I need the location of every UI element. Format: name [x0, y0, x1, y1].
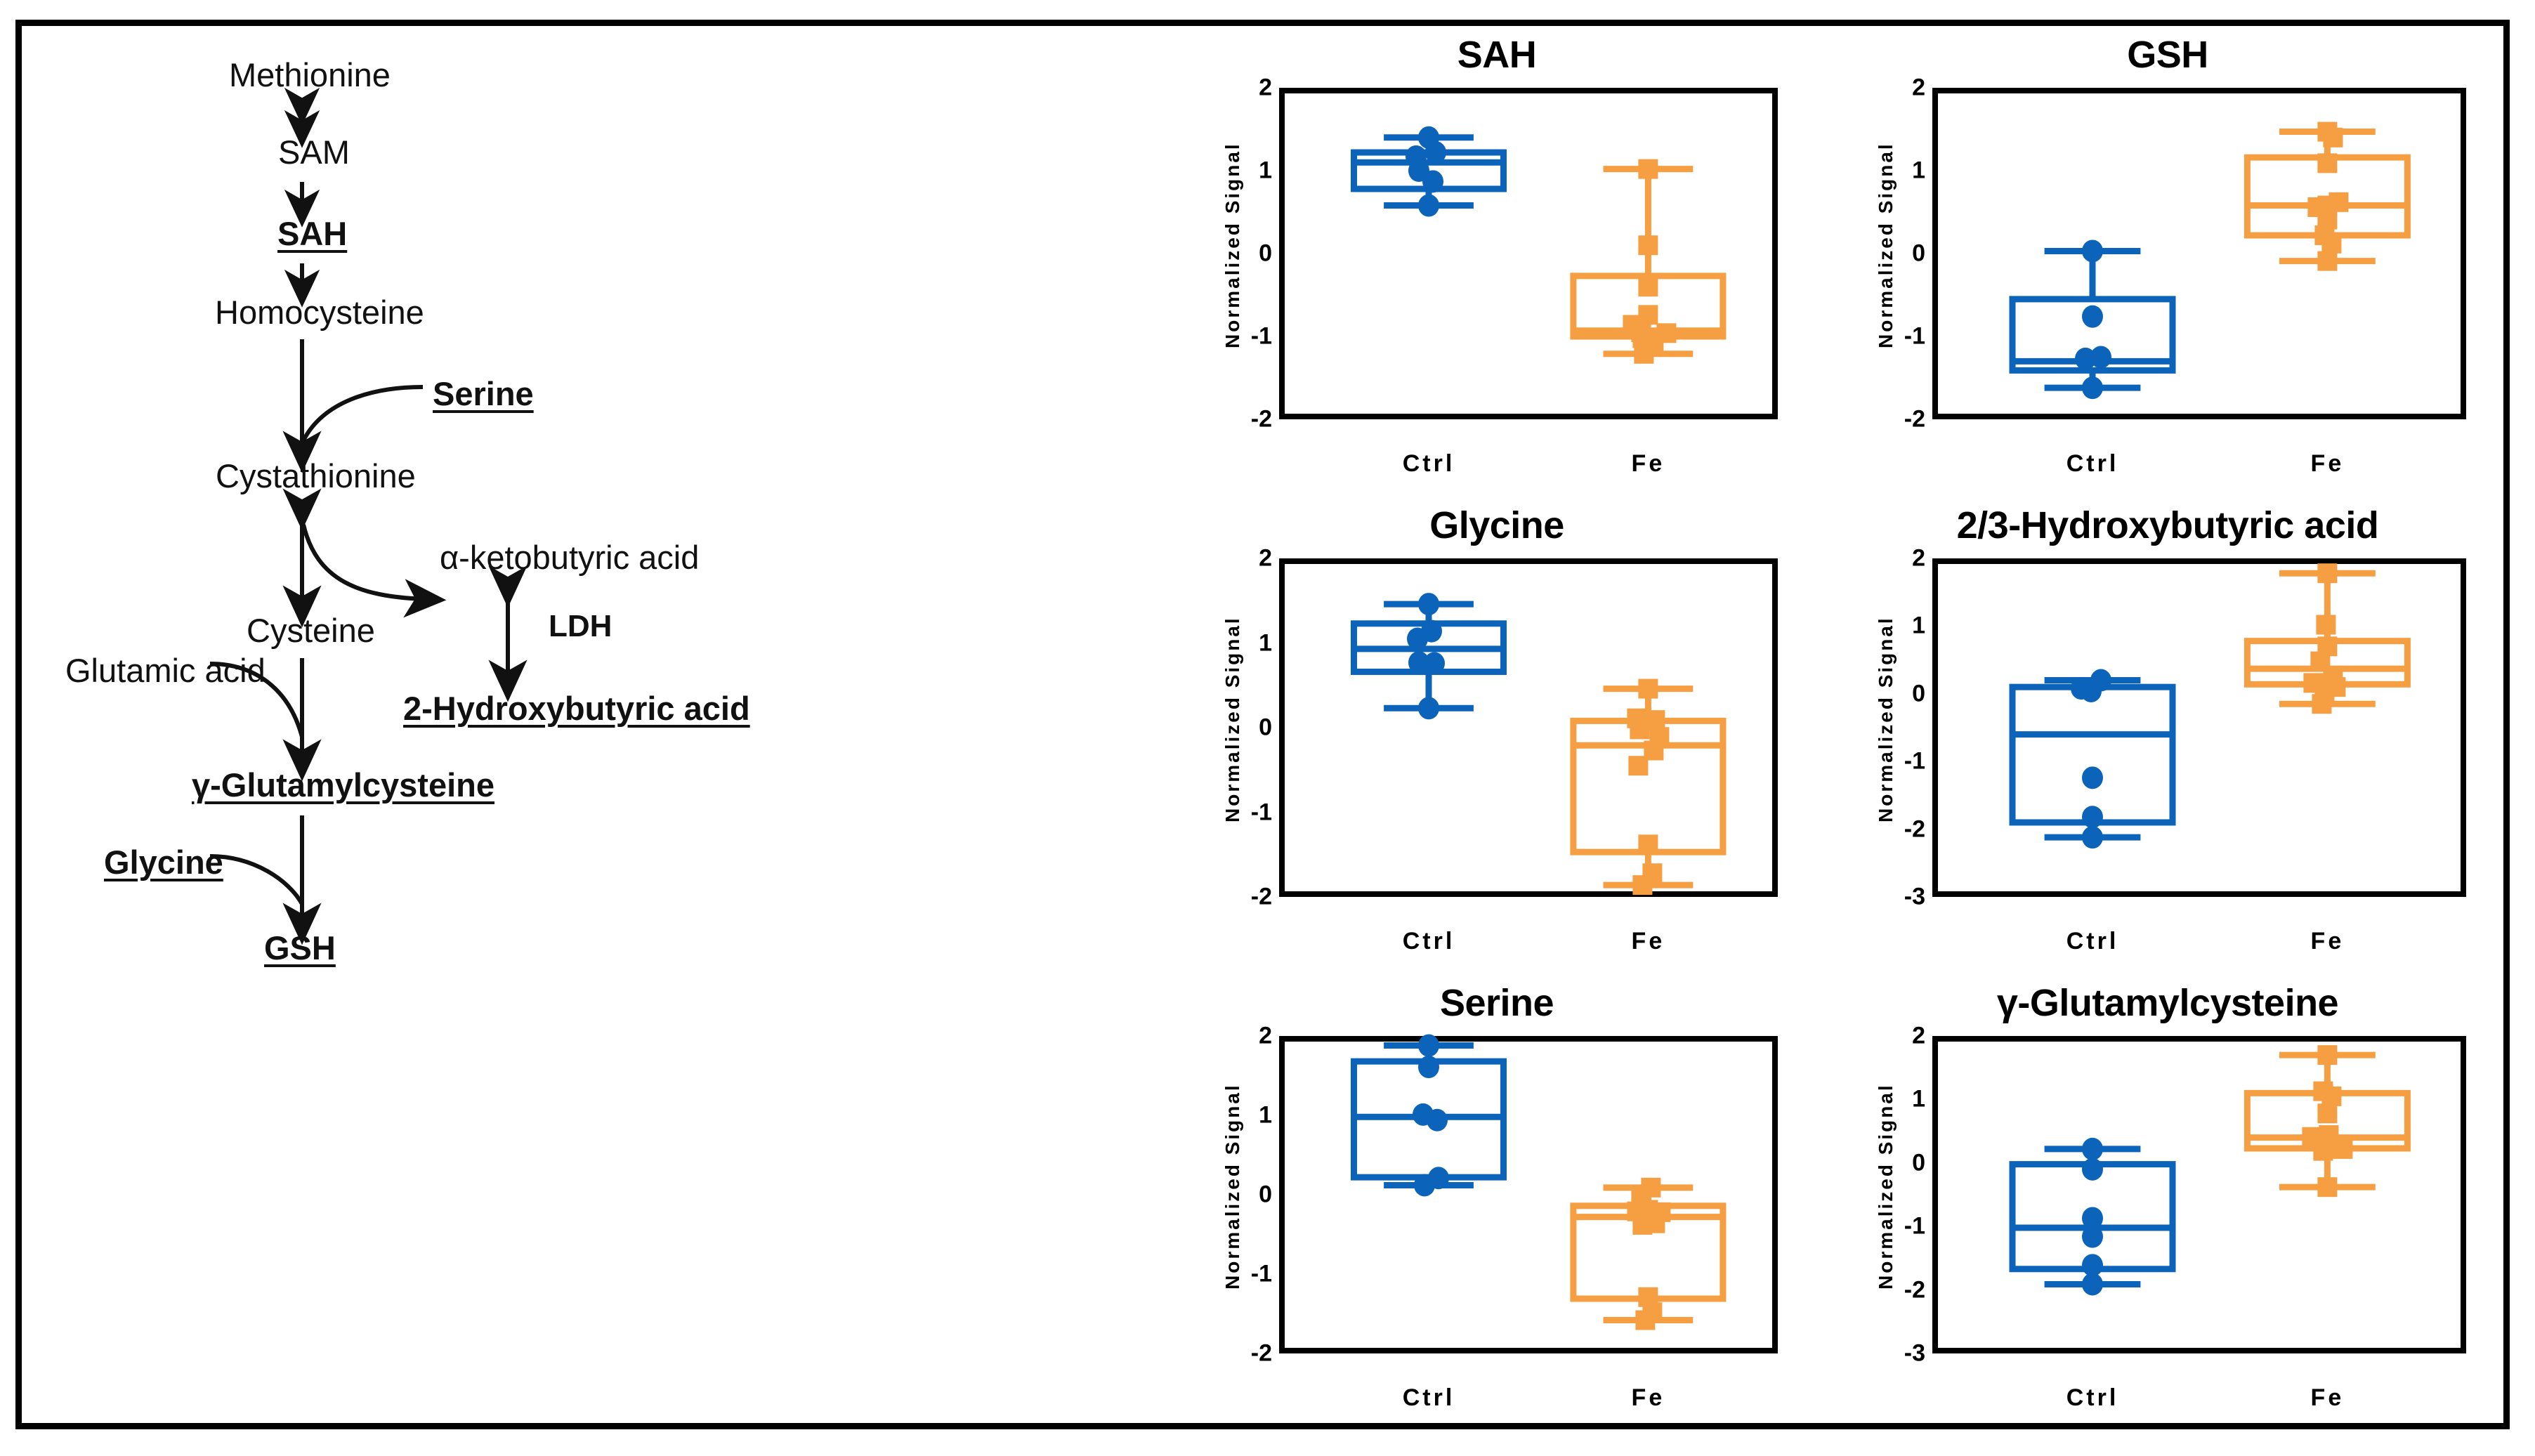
y-tick-sah-2: 2 [1259, 74, 1272, 101]
box-gammaglutamylcysteine-fe [2243, 1045, 2411, 1198]
chart-title-glycine: Glycine [1429, 504, 1564, 546]
pathway-node-sam: SAM [278, 133, 350, 171]
x-tick-serine-ctrl: Ctrl [1402, 1384, 1455, 1411]
y-tick-gammaglutamylcysteine-2: 2 [1912, 1022, 1925, 1049]
chart-title-serine: Serine [1439, 982, 1554, 1024]
x-tick-sah-fe: Fe [1631, 450, 1665, 477]
y-tick-serine-2: 2 [1259, 1022, 1272, 1049]
pathway-node-homocysteine: Homocysteine [215, 294, 424, 331]
box-hydroxybutyric-ctrl [2009, 669, 2176, 849]
pathway-node-gsh: GSH [264, 929, 336, 966]
pathway-node-serine: Serine [433, 375, 534, 412]
x-tick-hydroxybutyric-ctrl: Ctrl [2066, 928, 2119, 955]
x-tick-gsh-fe: Fe [2310, 450, 2345, 477]
boxplot-graphics-hydroxybutyric [2009, 563, 2411, 849]
y-tick-glycine-0: 0 [1259, 714, 1272, 741]
y-tick-hydroxybutyric-neg2: -2 [1904, 815, 1925, 843]
y-tick-gsh-0: 0 [1912, 240, 1925, 267]
y-tick-serine-0: 0 [1259, 1181, 1272, 1208]
y-tick-gammaglutamylcysteine-neg2: -2 [1904, 1276, 1925, 1304]
y-tick-hydroxybutyric-neg3: -3 [1904, 883, 1925, 910]
x-tick-gammaglutamylcysteine-fe: Fe [2310, 1384, 2345, 1411]
pathway-arrows [209, 87, 528, 945]
boxplot-graphics-gammaglutamylcysteine [2009, 1045, 2411, 1296]
pathway-node-glycine: Glycine [104, 844, 223, 881]
y-tick-serine-1: 1 [1259, 1101, 1272, 1129]
y-tick-gammaglutamylcysteine-1: 1 [1912, 1085, 1925, 1113]
chart-title-hydroxybutyric: 2/3-Hydroxybutyric acid [1956, 504, 2379, 546]
box-glycine-fe [1570, 678, 1727, 896]
x-tick-serine-fe: Fe [1631, 1384, 1665, 1411]
plot-area-sah [1279, 88, 1778, 419]
y-tick-gsh-2: 2 [1912, 74, 1925, 101]
box-sah-ctrl [1351, 126, 1507, 217]
y-tick-hydroxybutyric-neg1: -1 [1904, 747, 1925, 775]
pathway-node-2-hydroxybutyric-acid: 2-Hydroxybutyric acid [403, 690, 750, 727]
y-tick-serine-neg1: -1 [1250, 1260, 1272, 1287]
x-tick-hydroxybutyric-fe: Fe [2310, 928, 2345, 955]
figure-frame: Methionine SAM SAH Homocysteine Serine C… [15, 20, 2510, 1429]
y-tick-sah-1: 1 [1259, 157, 1272, 184]
serine-input-curve [301, 385, 424, 442]
box-sah-fe [1570, 159, 1727, 364]
chart-title-sah: SAH [1457, 34, 1537, 76]
y-tick-serine-neg2: -2 [1250, 1339, 1272, 1367]
y-tick-sah-neg1: -1 [1250, 322, 1272, 350]
y-tick-gammaglutamylcysteine-0: 0 [1912, 1149, 1925, 1176]
y-tick-hydroxybutyric-0: 0 [1912, 680, 1925, 707]
x-tick-gsh-ctrl: Ctrl [2066, 450, 2119, 477]
box-hydroxybutyric-fe [2243, 563, 2411, 714]
pathway-node-glutamic-acid: Glutamic acid [65, 652, 266, 689]
x-tick-glycine-fe: Fe [1631, 928, 1665, 955]
x-tick-sah-ctrl: Ctrl [1402, 450, 1455, 477]
y-tick-gsh-1: 1 [1912, 157, 1925, 184]
pathway-enzyme-ldh: LDH [549, 609, 613, 643]
metabolic-pathway-diagram: Methionine SAM SAH Homocysteine Serine C… [22, 26, 1153, 1423]
pathway-node-methionine: Methionine [229, 56, 391, 93]
pathway-node-gamma-glutamylcysteine: γ-Glutamylcysteine [192, 766, 495, 804]
y-tick-glycine-neg2: -2 [1250, 883, 1272, 910]
y-tick-sah-neg2: -2 [1250, 405, 1272, 433]
pathway-node-sah: SAH [277, 215, 348, 252]
y-tick-sah-0: 0 [1259, 240, 1272, 267]
box-gammaglutamylcysteine-ctrl [2009, 1137, 2176, 1296]
x-tick-gammaglutamylcysteine-ctrl: Ctrl [2066, 1384, 2119, 1411]
glycine-input-curve [209, 854, 304, 905]
boxplot-graphics-serine [1351, 1034, 1727, 1330]
box-gsh-fe [2243, 122, 2411, 271]
y-tick-gammaglutamylcysteine-neg3: -3 [1904, 1339, 1925, 1367]
box-serine-ctrl [1351, 1034, 1507, 1197]
y-tick-glycine-neg1: -1 [1250, 799, 1272, 825]
y-tick-hydroxybutyric-2: 2 [1912, 544, 1925, 572]
boxplot-graphics-sah [1351, 126, 1727, 364]
chart-title-gammaglutamylcysteine: γ-Glutamylcysteine [1996, 982, 2339, 1024]
cysteine-ketobutyrate-curve [301, 524, 447, 618]
glutamic-acid-input-curve [209, 662, 304, 737]
y-tick-hydroxybutyric-1: 1 [1912, 612, 1925, 639]
pathway-node-cystathionine: Cystathionine [216, 457, 416, 494]
boxplot-graphics-gsh [2009, 122, 2411, 400]
chart-title-gsh: GSH [2127, 34, 2208, 76]
pathway-node-alpha-ketobutyric-acid: α-ketobutyric acid [440, 539, 700, 576]
y-tick-glycine-1: 1 [1259, 629, 1272, 656]
y-tick-glycine-2: 2 [1259, 544, 1272, 572]
box-glycine-ctrl [1351, 593, 1507, 720]
box-gsh-ctrl [2009, 240, 2176, 400]
pathway-node-cysteine: Cysteine [247, 612, 375, 649]
y-tick-gsh-neg2: -2 [1904, 405, 1925, 433]
y-tick-gsh-neg1: -1 [1904, 322, 1925, 350]
box-serine-fe [1570, 1177, 1727, 1330]
boxplot-graphics-glycine [1351, 593, 1727, 896]
y-tick-gammaglutamylcysteine-neg1: -1 [1904, 1212, 1925, 1240]
x-tick-glycine-ctrl: Ctrl [1402, 928, 1455, 955]
